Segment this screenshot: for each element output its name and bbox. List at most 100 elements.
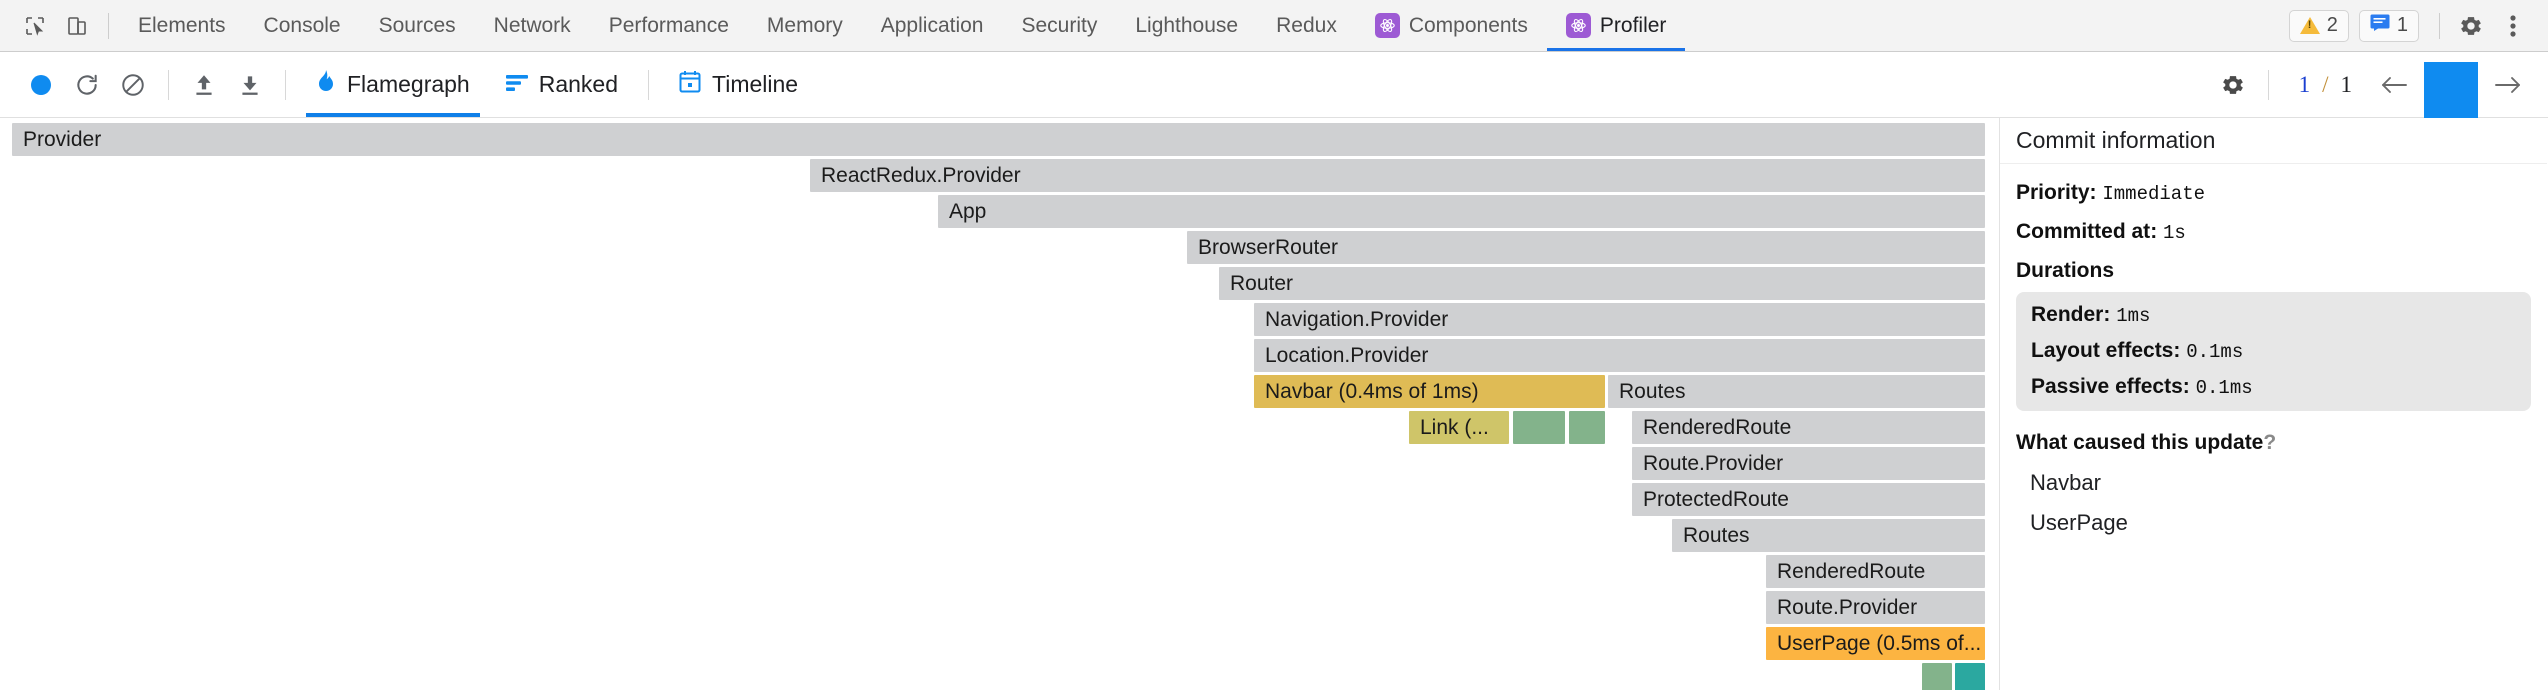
- devtools-tab-bar: Elements Console Sources Network Perform…: [0, 0, 2548, 52]
- tab-memory[interactable]: Memory: [748, 0, 862, 51]
- what-caused-this-update-heading: What caused this update?: [2016, 431, 2531, 455]
- commit-current-index: 1: [2298, 71, 2311, 97]
- save-profile-button[interactable]: [227, 62, 273, 108]
- flamegraph-bar-router[interactable]: Router: [1219, 267, 1985, 300]
- tab-label: Lighthouse: [1135, 13, 1239, 37]
- priority-row: Priority: Immediate: [2016, 181, 2205, 205]
- flamegraph-bar-reactredux-provider[interactable]: ReactRedux.Provider: [810, 159, 1985, 192]
- warning-triangle-icon: [2299, 17, 2320, 34]
- flamegraph-bar-renderedroute[interactable]: RenderedRoute: [1766, 555, 1985, 588]
- calendar-icon: [679, 70, 701, 99]
- tab-network[interactable]: Network: [475, 0, 590, 51]
- flamegraph-bar-block[interactable]: [1955, 663, 1985, 690]
- durations-heading: Durations: [2016, 259, 2115, 282]
- react-atom-icon: [1374, 13, 1400, 38]
- message-count: 1: [2396, 14, 2408, 36]
- duration-label: Render: [2031, 303, 2104, 326]
- device-toolbar-icon[interactable]: [56, 5, 98, 47]
- message-count-badge[interactable]: 1: [2358, 9, 2419, 42]
- committed-at-value: 1s: [2163, 222, 2186, 244]
- flamegraph-bar-block[interactable]: [1569, 411, 1605, 444]
- flamegraph-bar-block[interactable]: [1513, 411, 1565, 444]
- load-profile-button[interactable]: [181, 62, 227, 108]
- flamegraph-bar-protectedroute[interactable]: ProtectedRoute: [1632, 483, 1985, 516]
- what-caused-question-mark: ?: [2263, 431, 2277, 454]
- priority-value: Immediate: [2102, 183, 2205, 205]
- flamegraph-bar-location-provider[interactable]: Location.Provider: [1254, 339, 1985, 372]
- tab-label: Security: [1021, 13, 1098, 37]
- tab-components[interactable]: Components: [1356, 0, 1547, 51]
- tab-console[interactable]: Console: [245, 0, 360, 51]
- commit-counter-separator: /: [2322, 71, 2329, 97]
- flamegraph-bar-navbar-0-4ms-of-1ms[interactable]: Navbar (0.4ms of 1ms): [1254, 375, 1605, 408]
- commit-bar-chart[interactable]: [2418, 52, 2484, 118]
- profiler-settings-gear-icon[interactable]: [2210, 62, 2256, 108]
- flamegraph-bar-route-provider[interactable]: Route.Provider: [1766, 591, 1985, 624]
- tab-flamegraph[interactable]: Flamegraph: [298, 52, 488, 117]
- message-bubble-icon: [2370, 14, 2390, 37]
- tab-redux[interactable]: Redux: [1257, 0, 1356, 51]
- profiler-view-tabs: Flamegraph Ranked Time: [298, 52, 816, 117]
- tab-security[interactable]: Security: [1002, 0, 1116, 51]
- flamegraph-bar-browserrouter[interactable]: BrowserRouter: [1187, 231, 1985, 264]
- tab-label: Profiler: [1599, 13, 1667, 37]
- gear-icon[interactable]: [2450, 5, 2492, 47]
- record-button[interactable]: [18, 62, 64, 108]
- committed-at-row: Committed at: 1s: [2016, 220, 2186, 244]
- tab-ranked[interactable]: Ranked: [488, 52, 636, 117]
- tab-elements[interactable]: Elements: [119, 0, 245, 51]
- warning-count-badge[interactable]: 2: [2288, 9, 2349, 42]
- next-commit-button[interactable]: [2484, 61, 2532, 109]
- cause-item-userpage[interactable]: UserPage: [2030, 510, 2128, 535]
- flamegraph-bar-app[interactable]: App: [938, 195, 1985, 228]
- tab-application[interactable]: Application: [862, 0, 1003, 51]
- commit-information-sidebar: Commit information Priority: Immediate C…: [2000, 118, 2547, 690]
- commit-navigation: 1 / 1: [2210, 52, 2532, 118]
- toolbar-divider: [648, 69, 650, 100]
- toolbar-divider: [108, 12, 109, 39]
- status-divider: [2439, 12, 2440, 39]
- tab-timeline[interactable]: Timeline: [661, 52, 816, 117]
- tab-label: Memory: [766, 13, 843, 37]
- toolbar-divider: [168, 69, 169, 100]
- flamegraph-bar-userpage-0-5ms-of[interactable]: UserPage (0.5ms of...: [1766, 627, 1985, 660]
- duration-value: 0.1ms: [2186, 341, 2244, 363]
- devtools-panel-tabs: Elements Console Sources Network Perform…: [119, 0, 1685, 51]
- flamegraph-bar-routes[interactable]: Routes: [1672, 519, 1985, 552]
- flamegraph-bar-route-provider[interactable]: Route.Provider: [1632, 447, 1985, 480]
- react-atom-icon: [1565, 13, 1591, 38]
- durations-box: Render: 1ms Layout effects: 0.1ms Passiv…: [2016, 292, 2531, 411]
- flamegraph-bar-provider[interactable]: Provider: [12, 123, 1985, 156]
- flamegraph-bar-navigation-provider[interactable]: Navigation.Provider: [1254, 303, 1985, 336]
- cause-item-navbar[interactable]: Navbar: [2030, 470, 2101, 495]
- kebab-menu-icon[interactable]: [2492, 5, 2534, 47]
- commit-index-counter: 1 / 1: [2281, 72, 2370, 98]
- flamegraph-bar-block[interactable]: [1922, 663, 1952, 690]
- devtools-status-area: 2 1: [2288, 5, 2540, 47]
- flamegraph-bar-link[interactable]: Link (...: [1409, 411, 1509, 444]
- flamegraph-bar-renderedroute[interactable]: RenderedRoute: [1632, 411, 1985, 444]
- what-caused-label: What caused this update: [2016, 431, 2264, 454]
- tab-sources[interactable]: Sources: [360, 0, 475, 51]
- warning-count: 2: [2326, 14, 2338, 36]
- commit-bar-selection-underline: [2424, 111, 2478, 118]
- previous-commit-button[interactable]: [2370, 61, 2418, 109]
- inspect-element-icon[interactable]: [14, 5, 56, 47]
- reload-and-profile-button[interactable]: [64, 62, 110, 108]
- duration-layout-effects-row: Layout effects: 0.1ms: [2031, 339, 2244, 363]
- tab-performance[interactable]: Performance: [590, 0, 748, 51]
- toolbar-divider: [285, 69, 286, 100]
- commit-bar-selected[interactable]: [2424, 61, 2478, 118]
- committed-at-label: Committed at: [2016, 220, 2151, 243]
- tab-label: Network: [493, 13, 571, 37]
- tab-label: Components: [1408, 13, 1528, 37]
- tab-label: Application: [880, 13, 984, 37]
- flame-icon: [316, 69, 336, 100]
- clear-profiling-data-button[interactable]: [110, 62, 156, 108]
- flamegraph-bar-routes[interactable]: Routes: [1608, 375, 1985, 408]
- tab-lighthouse[interactable]: Lighthouse: [1116, 0, 1257, 51]
- sidebar-body: Priority: Immediate Committed at: 1s Dur…: [2000, 164, 2547, 546]
- tab-profiler[interactable]: Profiler: [1546, 0, 1686, 51]
